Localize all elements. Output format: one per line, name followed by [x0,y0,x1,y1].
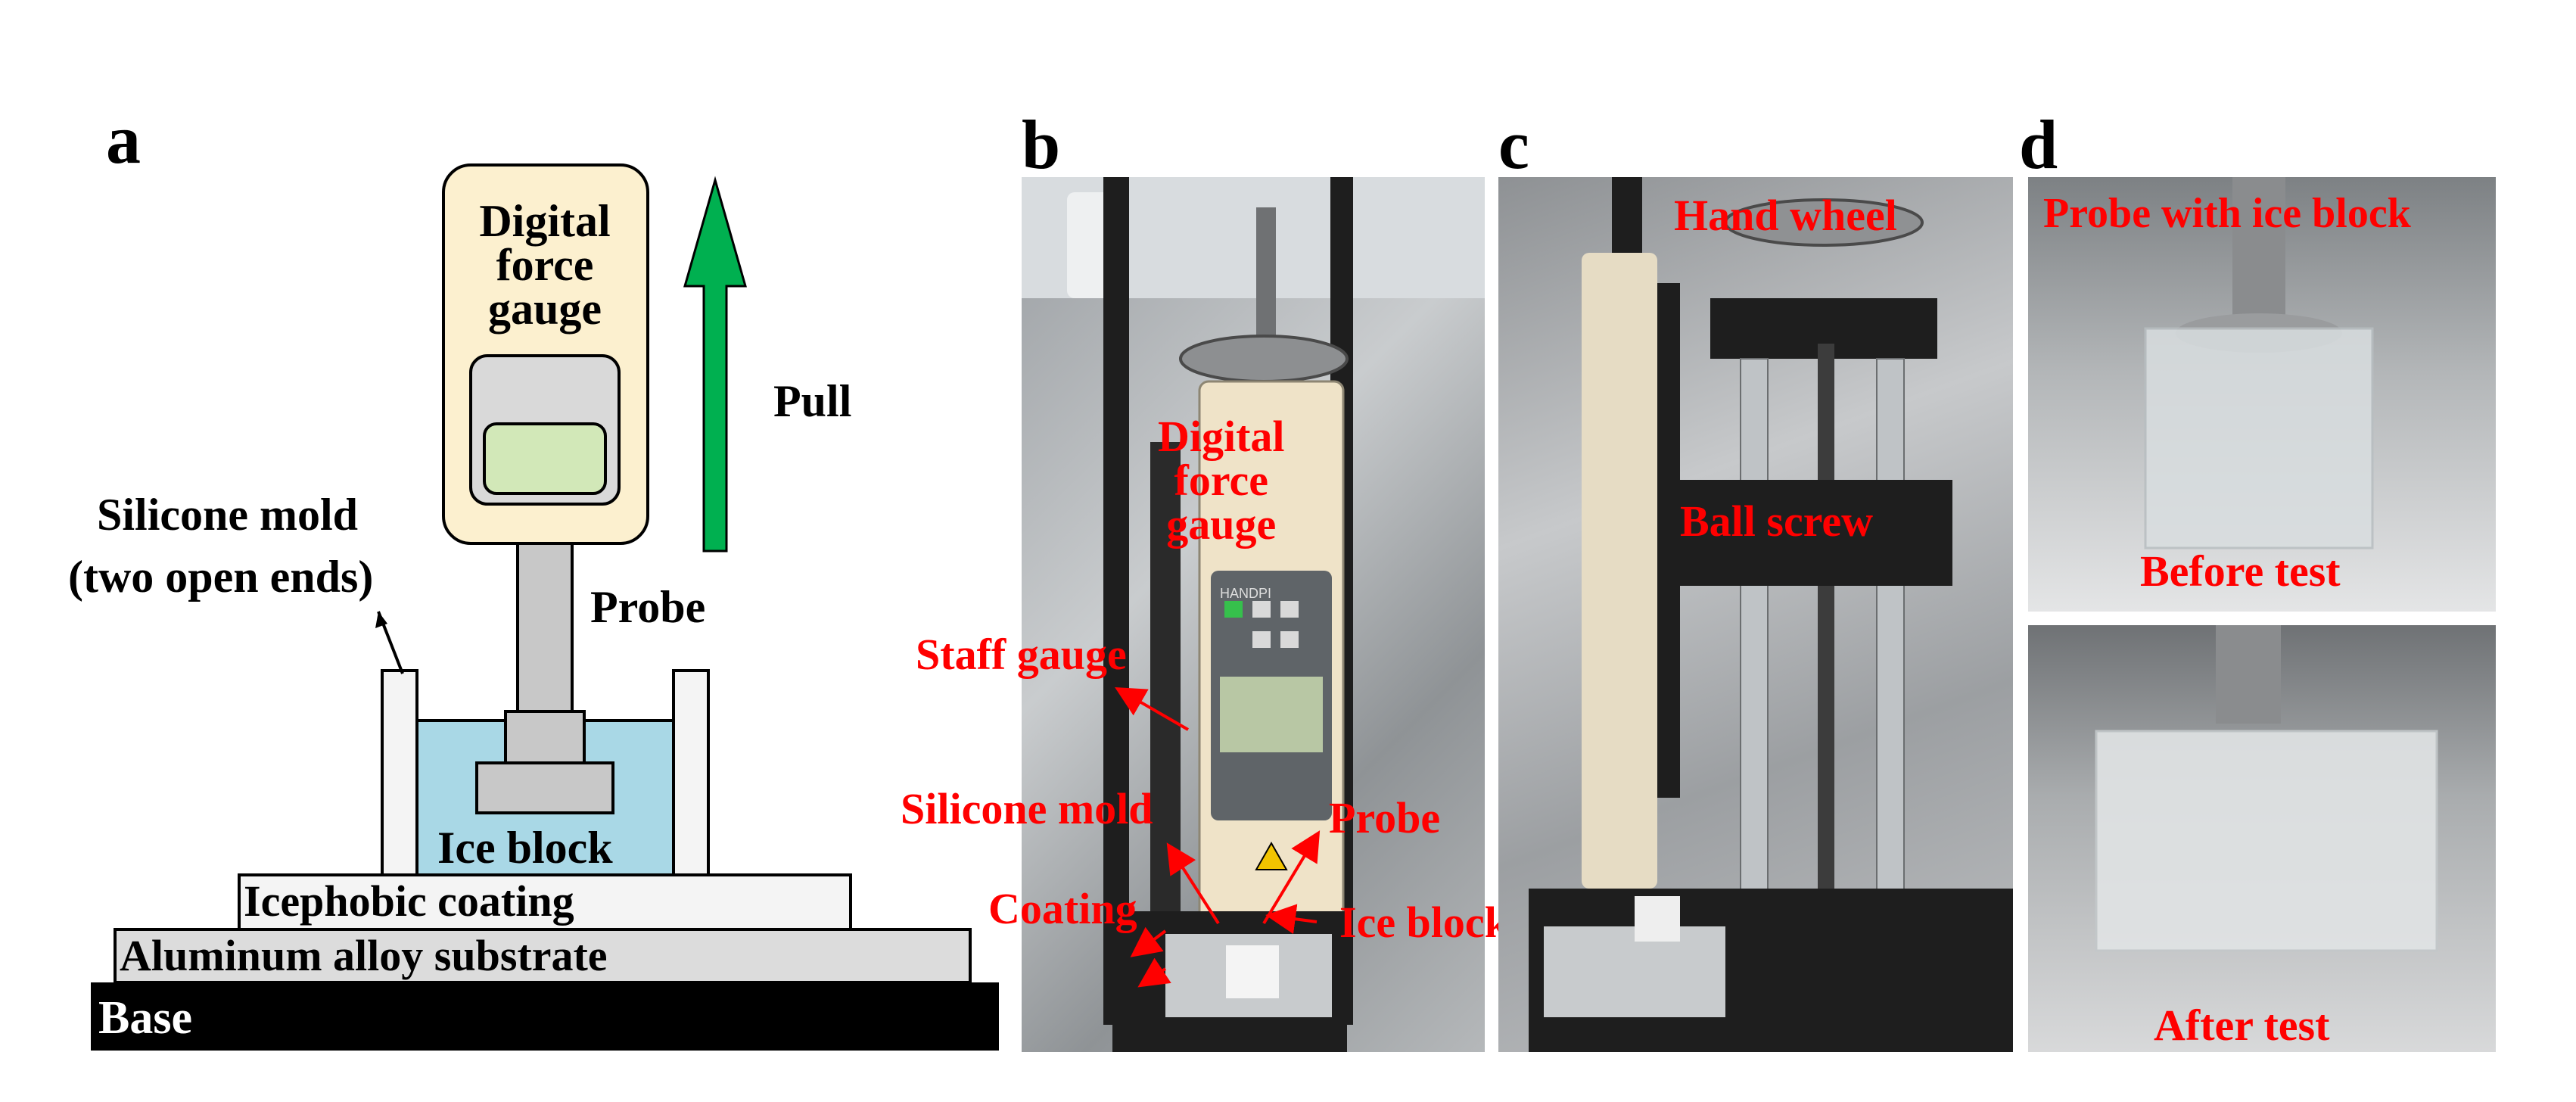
b-gauge-label-line1: Digital [1158,412,1285,461]
panel-letter-d: d [2019,106,2058,183]
pull-arrow-icon [683,176,747,553]
b-ice-block-label: Ice block [1339,898,1509,947]
gauge-screen [483,422,607,495]
b-coating-label: Coating [988,884,1137,933]
b-staff-gauge-label: Staff gauge [916,630,1127,679]
panel-letter-b: b [1022,106,1061,183]
base-block [91,982,999,1051]
schematic-diagram: Base Aluminum alloy substrate Icephobic … [68,163,999,1051]
mold-label-line1: Silicone mold [97,490,358,540]
b-gauge-label-line3: gauge [1166,500,1277,549]
panel-letter-c: c [1498,106,1529,183]
photo-b-key [1252,631,1271,648]
probe-shaft [516,542,574,713]
probe-tip [475,761,614,814]
substrate-label: Aluminum alloy substrate [120,931,608,980]
photo-b-shaft [1256,207,1276,344]
photo-d-before-sketch [2144,177,2374,549]
b-pointer-arrows [1115,686,1321,988]
photo-d-after-sketch [2095,625,2438,952]
b-coating-arrow-1 [1130,926,1167,957]
before-probe-rod [2232,177,2285,328]
photo-after-test [2028,625,2496,1052]
photo-c-hand-wheel [1724,198,1924,247]
mold-label-line2: (two open ends) [68,552,373,602]
photo-b-key [1280,601,1299,618]
b-gauge-label-line2: force [1174,456,1269,505]
photo-b-column-left [1103,177,1129,1025]
d-before-test-label: Before test [2140,546,2341,596]
photo-c-sketch [1529,177,2013,1052]
before-ice-block [2144,327,2374,549]
photo-c-bracket [1657,283,1680,798]
b-probe-arrow [1262,830,1321,925]
d-after-test-label: After test [2154,1001,2330,1050]
b-probe-label: Probe [1329,793,1441,842]
mold-pointer-arrowhead [375,612,387,628]
c-ball-screw-label: Ball screw [1680,497,1874,546]
ice-block-label: Ice block [437,823,613,873]
c-hand-wheel-label: Hand wheel [1674,191,1897,240]
gauge-label-line2: force [496,240,594,290]
mold-wall-left [381,669,418,876]
photo-c-gauge-side [1582,253,1657,889]
pull-label: Pull [773,376,851,426]
photo-b-warning-icon [1255,841,1288,870]
gauge-label-line3: gauge [488,284,602,334]
panel-letter-a: a [106,101,141,178]
photo-c-mold [1635,896,1680,942]
photo-before-test [2028,177,2496,612]
photo-b-hand-wheel [1179,335,1349,383]
gauge-label-line1: Digital [479,196,610,246]
b-silicone-mold-label: Silicone mold [901,784,1153,833]
photo-b-key [1252,601,1271,618]
photo-b-sketch [1022,177,1485,1052]
photo-b-ice-block [1226,945,1279,998]
probe-neck [504,710,586,764]
photo-b-green-key [1224,601,1243,618]
b-coating-arrow-2 [1137,957,1171,988]
probe-label: Probe [590,582,705,632]
substrate-block [114,928,972,984]
b-gauge-label: Digital force gauge [1158,415,1285,546]
mold-wall-right [672,669,710,876]
d-probe-with-ice-label: Probe with ice block [2043,190,2411,237]
b-mold-arrow [1166,842,1220,925]
photo-b-key [1280,631,1299,648]
b-staff-gauge-arrow [1115,686,1190,731]
after-ice-block [2095,730,2438,952]
photo-c-carriage [1680,480,1952,586]
b-ice-block-arrow [1265,904,1318,935]
coating-label: Icephobic coating [244,876,574,926]
photo-test-rig-front: HANDPI [1022,177,1485,1052]
base-label: Base [98,992,192,1044]
photo-b-brand-text: HANDPI [1220,586,1272,601]
photo-hand-wheel-ball-screw [1498,177,2013,1052]
after-probe-rod [2216,625,2281,724]
photo-b-gauge-lcd [1220,677,1323,752]
